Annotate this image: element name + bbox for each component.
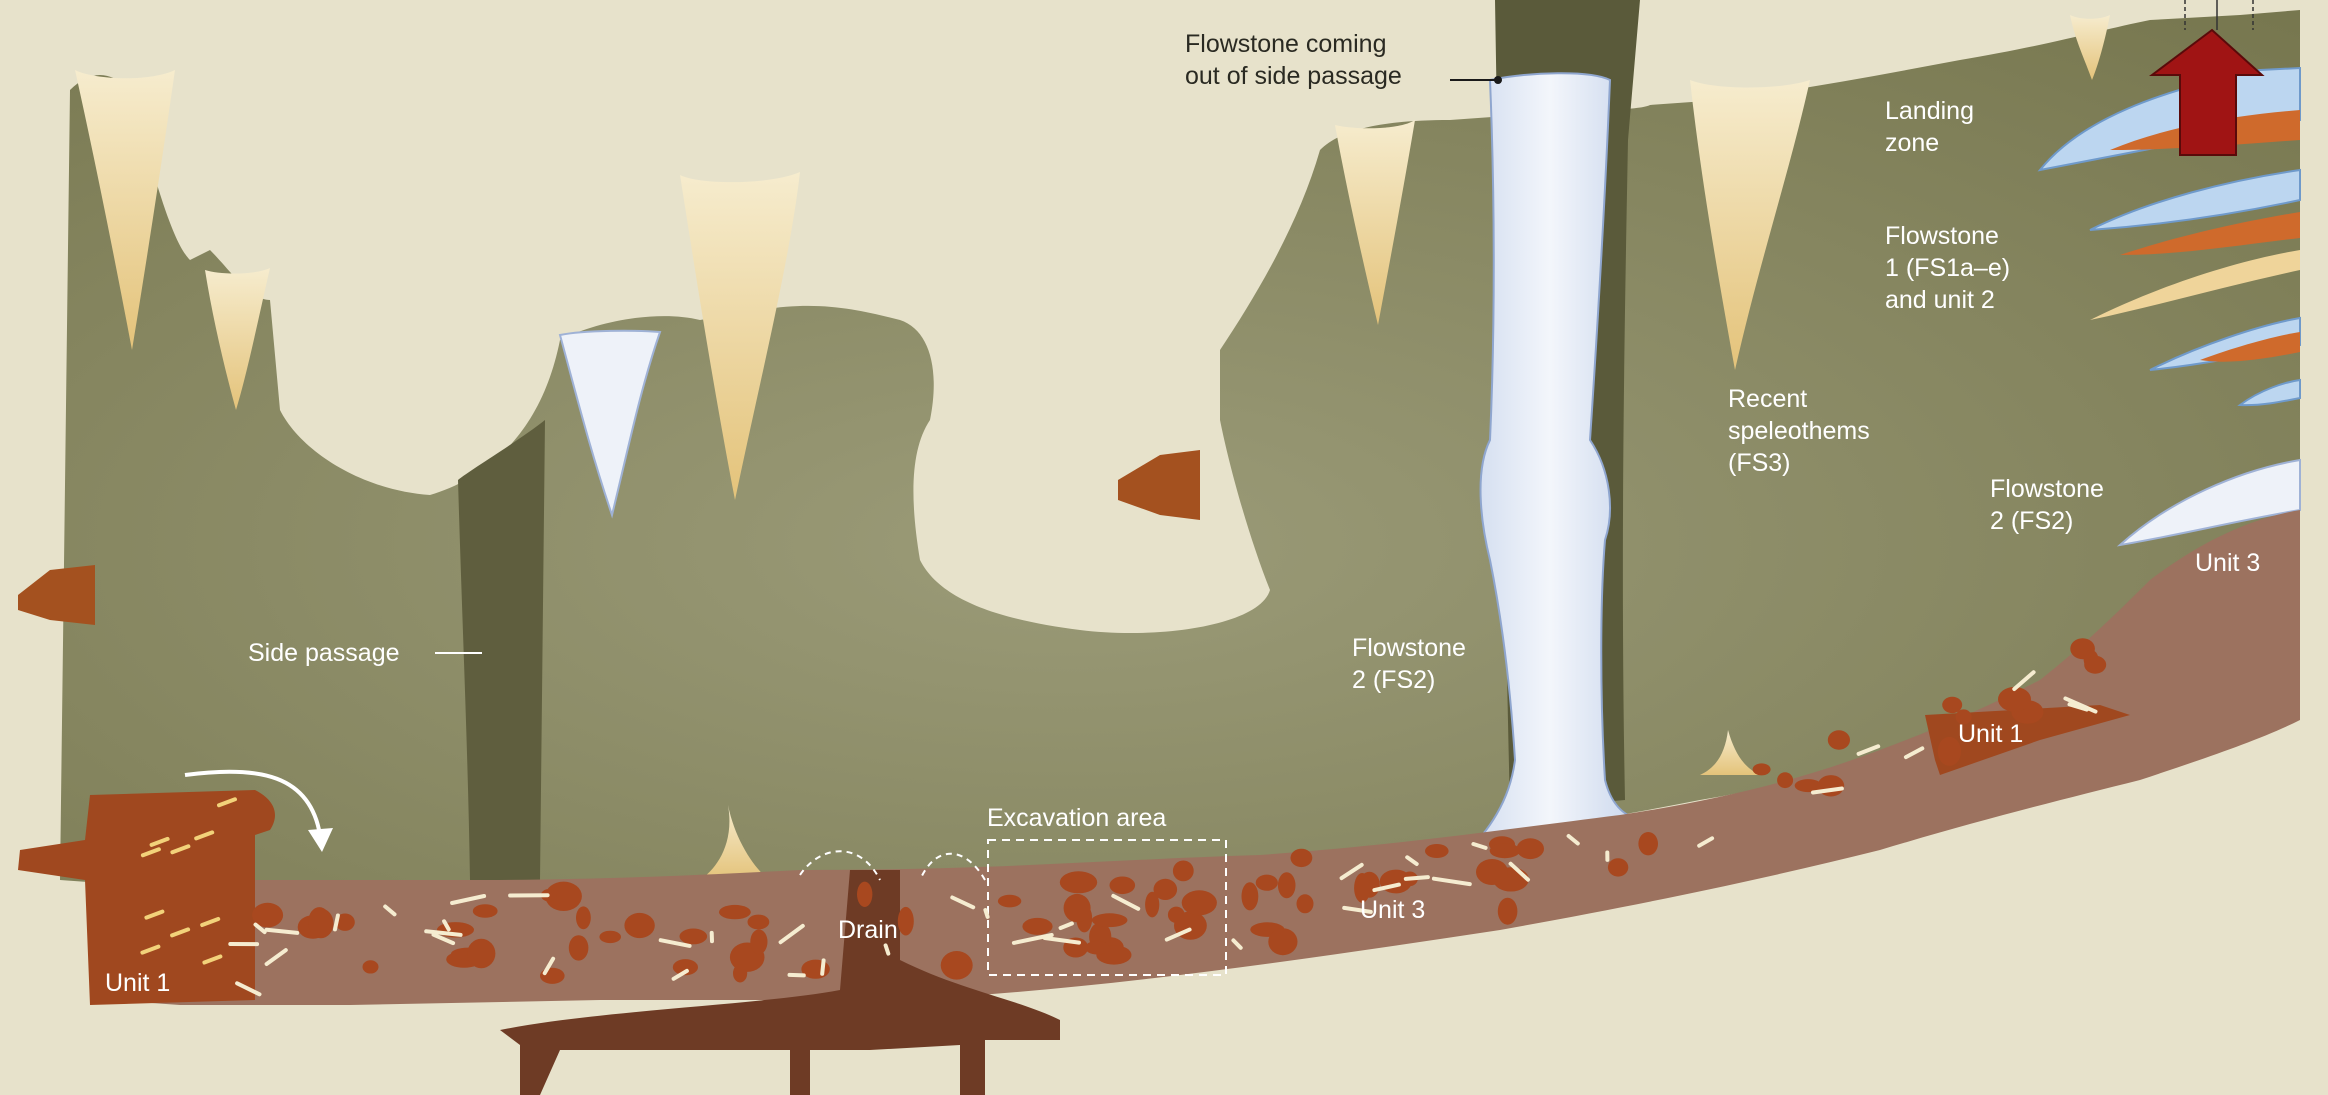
sediment-clast: [1064, 894, 1091, 922]
sediment-clast: [473, 904, 498, 918]
sediment-clast: [898, 907, 914, 936]
label-recent-speleothems: Recent speleothems (FS3): [1728, 383, 1870, 479]
sediment-clast: [1256, 875, 1278, 891]
label-flowstone-1: Flowstone 1 (FS1a–e) and unit 2: [1885, 220, 2010, 316]
sediment-clast: [1022, 918, 1052, 935]
sediment-clast: [941, 951, 973, 980]
label-unit-3-floor: Unit 3: [1360, 894, 1425, 926]
label-flowstone-2-mid: Flowstone 2 (FS2): [1352, 632, 1466, 696]
bone-fragment: [335, 916, 338, 930]
bone-fragment: [1406, 877, 1428, 879]
label-drain: Drain: [838, 914, 898, 946]
sediment-clast: [1828, 730, 1850, 750]
sediment-clast: [1278, 872, 1296, 898]
sediment-clast: [1110, 877, 1136, 895]
sediment-clast: [1490, 843, 1520, 858]
sediment-clast: [1638, 832, 1658, 855]
sediment-clast: [540, 968, 565, 984]
sediment-clast: [1242, 882, 1259, 910]
bone-fragment: [886, 945, 889, 953]
sediment-clast: [1182, 890, 1217, 915]
label-unit-3-right: Unit 3: [2195, 547, 2260, 579]
sediment-clast: [1085, 941, 1110, 955]
sediment-clast: [308, 907, 330, 937]
bone-fragment: [790, 975, 804, 976]
sediment-clast: [748, 915, 770, 930]
sediment-clast: [2084, 656, 2106, 674]
sediment-clast: [576, 906, 591, 929]
sediment-clast: [1425, 844, 1449, 858]
sediment-clast: [998, 895, 1021, 908]
sediment-clast: [1777, 772, 1793, 788]
sediment-clast: [680, 929, 708, 945]
sediment-clast: [719, 905, 751, 919]
sediment-clast: [750, 929, 767, 954]
label-landing-zone: Landing zone: [1885, 95, 1974, 159]
sediment-clast: [1173, 861, 1194, 882]
sediment-clast: [1291, 849, 1313, 867]
sediment-clast: [467, 939, 495, 968]
bone-fragment: [822, 960, 823, 973]
sediment-clast: [1476, 859, 1508, 885]
leader-dot: [1494, 76, 1502, 84]
sediment-clast: [1942, 697, 1962, 713]
label-flowstone-side-passage: Flowstone coming out of side passage: [1185, 28, 1402, 92]
sediment-clast: [1154, 879, 1178, 900]
sediment-clast: [569, 935, 589, 960]
sediment-clast: [1092, 913, 1128, 927]
sediment-clast: [733, 964, 747, 982]
sediment-clast: [1297, 894, 1314, 913]
label-side-passage: Side passage: [248, 637, 400, 669]
bone-fragment: [985, 910, 987, 917]
side-passage-column: [458, 420, 545, 880]
sediment-clast: [1268, 928, 1297, 955]
sediment-clast: [1517, 838, 1544, 859]
sediment-clast: [1608, 858, 1628, 876]
sediment-clast: [1060, 871, 1097, 893]
sediment-clast: [624, 913, 654, 938]
sediment-clast: [363, 960, 379, 973]
label-unit-1-left: Unit 1: [105, 967, 170, 999]
sediment-clast: [857, 882, 872, 907]
sediment-clast: [1753, 763, 1771, 775]
label-flowstone-2-right: Flowstone 2 (FS2): [1990, 473, 2104, 537]
sediment-clast: [1498, 898, 1518, 925]
label-excavation-area: Excavation area: [987, 802, 1166, 834]
sediment-clast: [599, 931, 621, 943]
label-unit-1-right: Unit 1: [1958, 718, 2023, 750]
